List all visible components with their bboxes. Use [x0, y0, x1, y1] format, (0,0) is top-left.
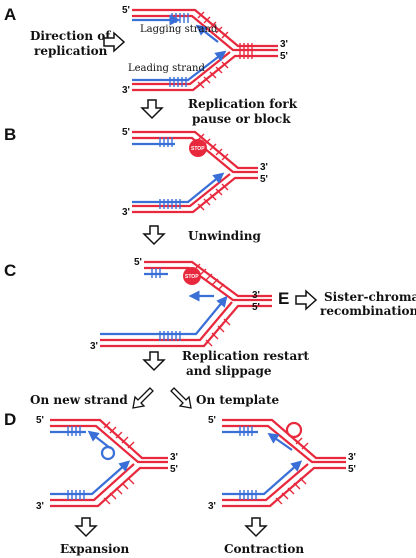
down-arrow-icon [140, 99, 164, 120]
three-prime-label: 3' [260, 162, 268, 173]
five-prime-label: 5' [252, 302, 260, 313]
fork-a: 5' 3' 3' 5' Lagging strand Leading stran… [122, 5, 288, 96]
fork-b: STOP 5' 3' 3' 5' [122, 127, 268, 218]
right-arrow-icon [295, 289, 318, 311]
direction-of-replication-label: Direction of [30, 29, 111, 43]
panel-label-b: B [4, 125, 16, 144]
fork-d-expansion: 5' 3' 3' 5' [36, 415, 178, 512]
stop-sign-icon [183, 267, 201, 285]
five-prime-label: 5' [122, 127, 130, 138]
panel-label-d: D [4, 410, 16, 429]
five-prime-label: 5' [122, 5, 130, 16]
panel-label-e: E [278, 289, 289, 308]
step-restart-label: and slippage [186, 364, 272, 378]
step-fork-pause-label: pause or block [192, 112, 291, 126]
three-prime-label: 3' [208, 501, 216, 512]
three-prime-label: 3' [280, 39, 288, 50]
five-prime-label: 5' [260, 174, 268, 185]
stop-sign-text: STOP [191, 146, 205, 152]
panel-label-a: A [4, 5, 16, 24]
five-prime-label: 5' [280, 51, 288, 62]
down-arrow-icon [142, 225, 166, 246]
three-prime-label: 3' [348, 452, 356, 463]
diag-arrow-icon [170, 387, 192, 409]
three-prime-label: 3' [252, 290, 260, 301]
sister-chromatid-label: recombination [320, 304, 416, 318]
down-arrow-icon [74, 517, 98, 538]
on-new-strand-label: On new strand [30, 393, 128, 407]
direction-of-replication-label: replication [34, 44, 108, 58]
three-prime-label: 3' [170, 452, 178, 463]
step-unwinding-label: Unwinding [188, 229, 261, 243]
step-restart-label: Replication restart [182, 349, 310, 363]
three-prime-label: 3' [36, 501, 44, 512]
fork-d-contraction: 5' 3' 3' 5' [208, 415, 356, 512]
five-prime-label: 5' [170, 464, 178, 475]
fork-c: STOP 5' 3' 3' 5' [90, 257, 272, 352]
direction-arrow-icon [103, 31, 126, 53]
five-prime-label: 5' [36, 415, 44, 426]
three-prime-label: 3' [90, 341, 98, 352]
contraction-label: Contraction [224, 542, 304, 556]
sister-chromatid-label: Sister-chromatid [324, 290, 416, 304]
leading-strand-label: Leading strand [128, 63, 205, 74]
expansion-label: Expansion [60, 542, 130, 556]
stop-sign-icon [189, 139, 207, 157]
step-fork-pause-label: Replication fork [188, 97, 298, 111]
panel-label-c: C [4, 261, 16, 280]
five-prime-label: 5' [134, 257, 142, 268]
three-prime-label: 3' [122, 207, 130, 218]
on-template-label: On template [196, 393, 279, 407]
down-arrow-icon [244, 517, 268, 538]
five-prime-label: 5' [208, 415, 216, 426]
down-arrow-icon [142, 351, 166, 372]
five-prime-label: 5' [348, 464, 356, 475]
lagging-strand-label: Lagging strand [140, 24, 218, 35]
stop-sign-text: STOP [185, 274, 199, 280]
hbond-ticks [169, 13, 189, 87]
three-prime-label: 3' [122, 85, 130, 96]
diag-arrow-icon [132, 387, 154, 409]
